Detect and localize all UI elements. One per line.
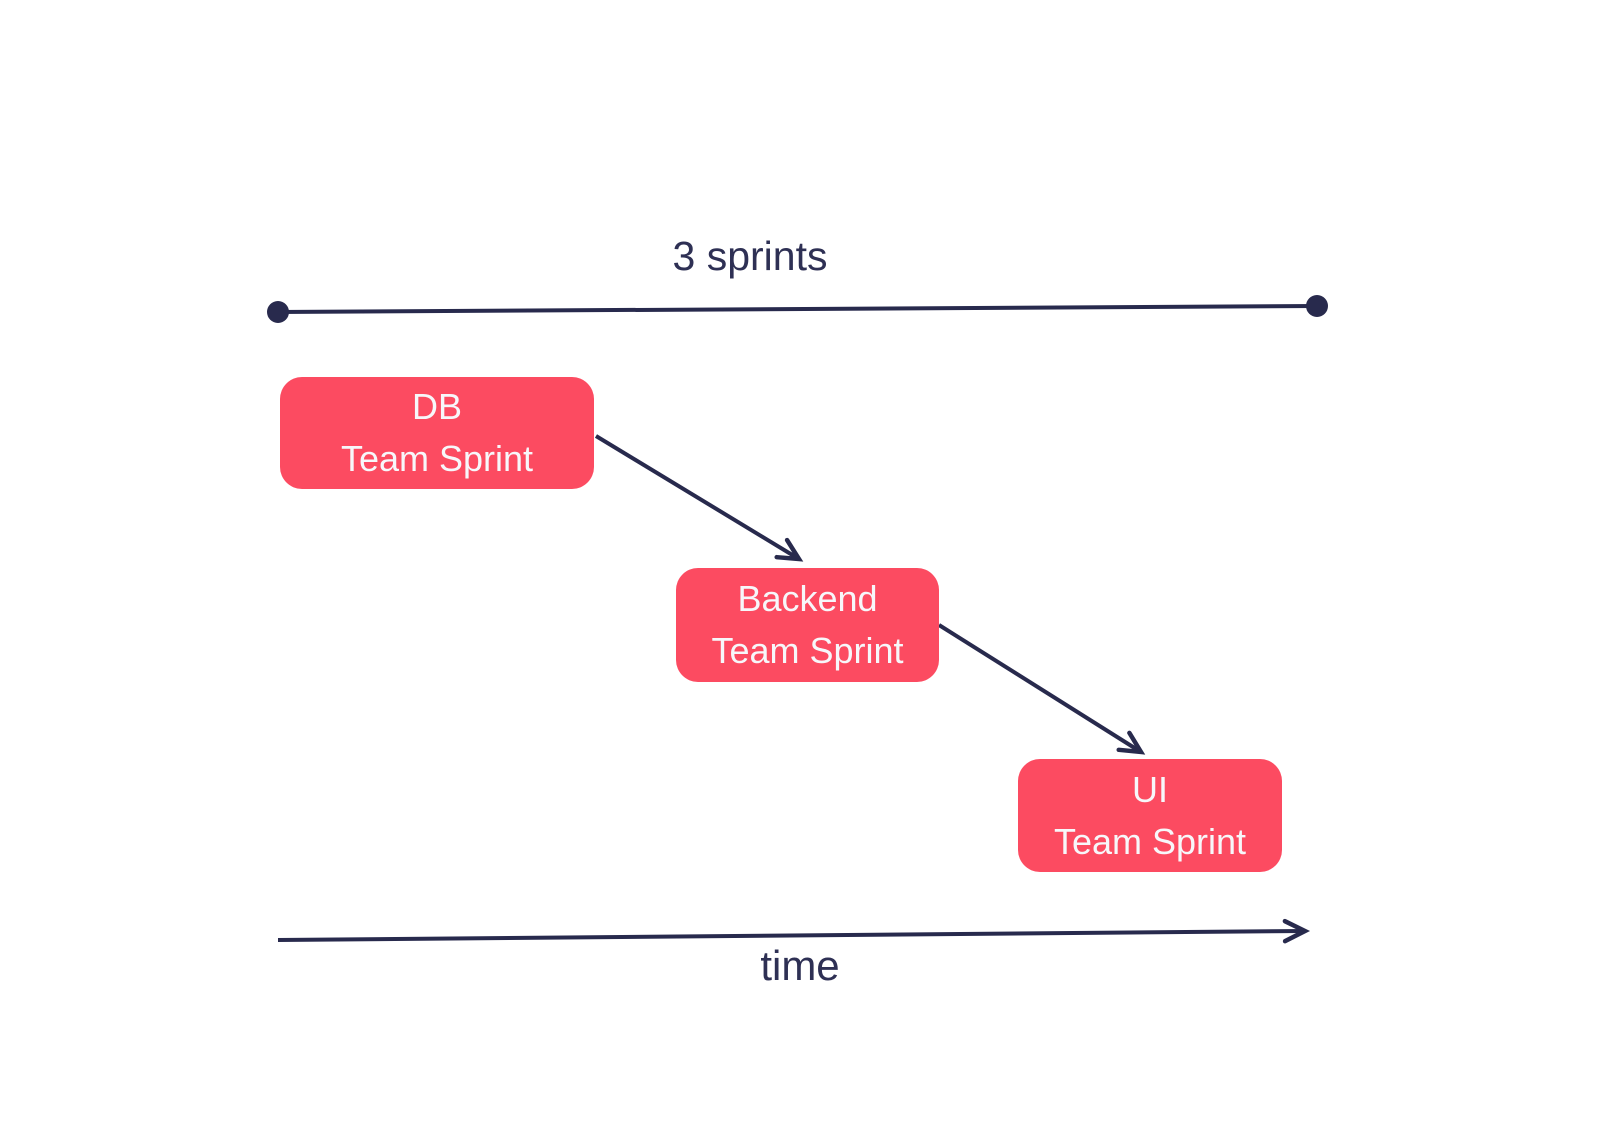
span-start-dot-icon: [267, 301, 289, 323]
node-title: UI: [1132, 768, 1168, 810]
arrow-db-to-backend: [594, 434, 804, 562]
node-backend-team-sprint: Backend Team Sprint: [676, 568, 939, 682]
node-subtitle: Team Sprint: [711, 630, 904, 671]
span-end-dot-icon: [1306, 295, 1328, 317]
node-title: DB: [411, 386, 462, 427]
node-ui-team-sprint: UI Team Sprint: [1018, 759, 1282, 872]
node-subtitle: Team Sprint: [340, 438, 534, 479]
sprint-span-line: [267, 295, 1328, 323]
arrow-backend-to-ui: [937, 623, 1146, 755]
sprint-span-label: 3 sprints: [672, 233, 828, 279]
node-title: Backend: [737, 578, 878, 619]
node-db-team-sprint: DB Team Sprint: [280, 377, 594, 489]
node-subtitle: Team Sprint: [1053, 820, 1247, 862]
time-axis-label: time: [760, 942, 840, 989]
time-axis-arrow: [277, 918, 1311, 944]
